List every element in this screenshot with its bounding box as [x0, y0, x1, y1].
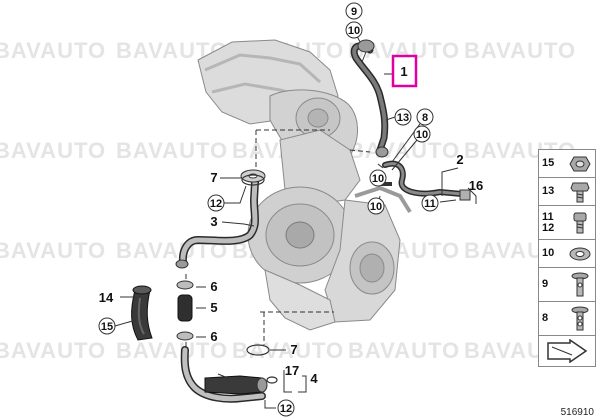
watermark-text: BAVAUTO	[348, 338, 460, 363]
svg-text:10: 10	[370, 201, 382, 213]
callout-11[interactable]: 11	[421, 194, 439, 212]
legend-arrow-row[interactable]	[539, 336, 595, 366]
watermark-text: BAVAUTO	[464, 38, 576, 63]
callout-10[interactable]: 10	[345, 21, 363, 39]
legend-label: 13	[542, 185, 555, 197]
watermark-text: BAVAUTO	[116, 338, 228, 363]
watermark-text: BAVAUTO	[348, 138, 460, 163]
svg-text:12: 12	[280, 403, 292, 415]
turbocharger-assembly	[197, 39, 412, 331]
watermark-text: BAVAUTO	[0, 138, 106, 163]
legend-row-8[interactable]: 8	[539, 302, 595, 336]
callout-16[interactable]: 16	[469, 178, 483, 193]
svg-text:3: 3	[210, 214, 217, 229]
callout-15[interactable]: 15	[98, 317, 116, 335]
connector-part-5[interactable]	[176, 280, 194, 341]
watermark-text: BAVAUTO	[0, 238, 106, 263]
hose-part-14[interactable]	[131, 285, 153, 341]
oil-feed-line[interactable]	[350, 39, 389, 158]
lower-pipe-part-4[interactable]	[180, 346, 268, 403]
callout-9[interactable]: 9	[345, 2, 363, 20]
svg-text:13: 13	[397, 112, 409, 124]
callout-6[interactable]: 6	[210, 329, 217, 344]
watermark-text: BAVAUTO	[0, 338, 106, 363]
svg-text:2: 2	[456, 152, 463, 167]
svg-text:14: 14	[99, 290, 114, 305]
callout-12[interactable]: 12	[277, 399, 295, 417]
svg-text:6: 6	[210, 279, 217, 294]
banjo-bolt-icon	[571, 272, 589, 297]
callout-10[interactable]: 10	[369, 169, 387, 187]
svg-text:10: 10	[348, 25, 360, 37]
watermark-text: BAVAUTO	[116, 138, 228, 163]
callout-10[interactable]: 10	[367, 197, 385, 215]
callout-2[interactable]: 2	[456, 152, 463, 167]
callout-1-highlighted[interactable]: 1	[391, 54, 418, 88]
callout-4[interactable]: 4	[310, 371, 318, 386]
legend-row-10[interactable]: 10	[539, 240, 595, 268]
legend-label: 11 12	[542, 210, 555, 234]
svg-text:6: 6	[210, 329, 217, 344]
oil-return-line[interactable]	[175, 169, 266, 269]
gasket-part-7[interactable]	[241, 174, 278, 384]
legend-row-11-12[interactable]: 11 12	[539, 206, 595, 240]
callouts: 9 10 1 13 8 10 10 2 16	[98, 2, 483, 417]
callout-7[interactable]: 7	[290, 342, 297, 357]
svg-text:8: 8	[422, 112, 428, 124]
hex-bolt-icon	[570, 182, 590, 203]
callout-8[interactable]: 8	[416, 108, 434, 126]
svg-text:10: 10	[416, 129, 428, 141]
washer-icon	[569, 247, 591, 261]
svg-text:16: 16	[469, 178, 483, 193]
svg-text:4: 4	[310, 371, 318, 386]
arrow-right-icon	[547, 339, 588, 363]
diagram-reference-number: 516910	[560, 407, 594, 418]
watermark-text: BAVAUTO	[232, 338, 344, 363]
dashed-reference-lines	[185, 129, 371, 348]
callout-3[interactable]: 3	[210, 214, 217, 229]
callout-6[interactable]: 6	[210, 279, 217, 294]
callout-5[interactable]: 5	[210, 300, 217, 315]
svg-text:9: 9	[351, 6, 357, 18]
svg-text:1: 1	[400, 64, 407, 79]
banjo-bolt-long-icon	[571, 306, 589, 331]
callout-7[interactable]: 7	[210, 170, 217, 185]
callout-14[interactable]: 14	[99, 290, 114, 305]
svg-text:12: 12	[210, 198, 222, 210]
callout-10[interactable]: 10	[413, 125, 431, 143]
legend-label: 8	[542, 312, 549, 324]
svg-text:10: 10	[372, 173, 384, 185]
svg-text:15: 15	[101, 321, 113, 333]
watermark-text: BAVAUTO	[0, 38, 106, 63]
svg-text:17: 17	[285, 363, 299, 378]
svg-text:5: 5	[210, 300, 217, 315]
legend-label: 9	[542, 278, 549, 290]
callout-13[interactable]: 13	[394, 108, 412, 126]
nut-icon	[569, 156, 591, 172]
svg-text:7: 7	[290, 342, 297, 357]
legend-row-13[interactable]: 13	[539, 178, 595, 206]
svg-text:7: 7	[210, 170, 217, 185]
callout-12[interactable]: 12	[207, 194, 225, 212]
legend-label: 15	[542, 157, 555, 169]
callout-17[interactable]: 17	[285, 363, 299, 378]
svg-text:11: 11	[424, 198, 436, 210]
legend-label: 10	[542, 247, 555, 259]
parts-legend: 15 13 11 12 10 9	[538, 149, 596, 367]
legend-row-9[interactable]: 9	[539, 268, 595, 302]
legend-row-15[interactable]: 15	[539, 150, 595, 178]
socket-bolt-icon	[573, 212, 587, 234]
